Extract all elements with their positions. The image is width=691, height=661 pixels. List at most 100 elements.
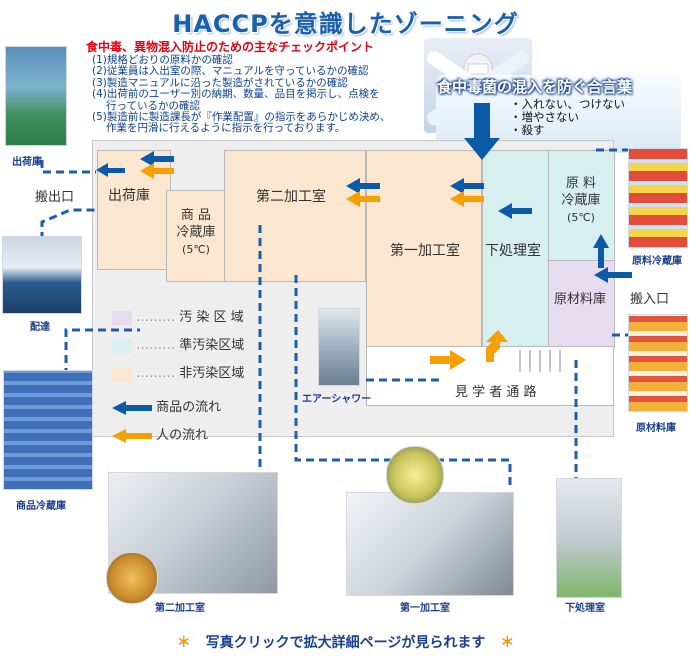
label-second-processing: 第二加工室 [256,189,326,205]
slogan-bullet: ・殺す [510,123,545,137]
photo-air-shower[interactable] [318,308,360,386]
legend-swatch [112,310,132,325]
photo-first-room-inset[interactable] [386,446,444,504]
people-flow-arrows [140,163,508,370]
label-first-processing: 第一加工室 [390,243,460,259]
checkpoint-item: (3)製造マニュアルに沿った製造がされているかの確認 [92,76,348,89]
legend-label: 非汚染区域 [179,366,245,381]
legend-label: 商品の流れ [156,400,222,415]
photo-pre-room[interactable] [556,478,622,598]
caption-shipping: 出荷庫 [12,157,42,168]
arrow-shaft [462,196,484,202]
arrow-shaft [510,208,532,214]
legend-label: 人の流れ [156,428,209,443]
arrow-head-down [464,138,500,160]
footer-note: ＊ 写真クリックで拡大詳細ページが見られます ＊ [0,632,691,652]
label-line: 冷蔵庫 [561,193,601,208]
label-door-in: 搬入口 [630,292,670,307]
caption-raw-store: 原材料庫 [636,423,676,434]
photo-raw-fridge[interactable] [628,148,688,248]
caption-product-fridge: 商品冷蔵庫 [16,501,66,512]
arrow-shaft [358,196,380,202]
connector-delivery [40,208,96,240]
slogan-bullets: ・入れない、つけない ・増やさない ・殺す [510,98,625,137]
arrow-head-left [594,267,608,283]
photo-delivery[interactable] [2,236,82,314]
arrow-head-left [450,191,464,207]
label-door-out: 搬出口 [35,190,75,205]
page-title: HACCPを意識したゾーニング [172,10,519,38]
checkpoint-item: 行っているかの確認 [106,99,200,112]
photo-shipping[interactable] [5,46,67,146]
star-icon: ＊ [176,635,191,651]
label-line: (5℃) [567,211,595,224]
room-second-processing [224,150,366,282]
checkpoint-item: (1)規格どおりの原料かの確認 [92,54,233,66]
photo-first-room[interactable] [346,492,514,596]
label-raw-cold-storage: 原 料 冷蔵庫 (5℃) [552,175,610,226]
legend-label: 準汚染区域 [179,338,245,353]
checkpoints-list: (1)規格どおりの原料かの確認 (2)従業員は入出室の際、マニュアルを守っている… [92,54,390,135]
label-line: 商 品 [180,208,212,223]
label-shipping-storage: 出荷庫 [108,188,150,204]
arrow-shaft-turn [486,338,500,362]
photo-second-room-inset[interactable] [106,552,158,604]
arrow-shaft [358,183,380,189]
arrow-shaft [474,103,490,143]
legend-zone-semi-polluted: ……… 準汚染区域 [112,334,244,353]
arrow-head-left [450,178,464,194]
checkpoint-item: (2)従業員は入出室の際、マニュアルを守っているかの確認 [92,65,369,78]
slogan-bullet: ・増やさない [510,110,579,124]
arrow-head-left [140,163,154,179]
arrow-head-up [593,234,609,248]
photo-product-fridge[interactable] [3,370,93,490]
connector-shipping [40,160,96,174]
label-line: 冷蔵庫 [176,225,216,240]
arrow-head-up [486,330,508,342]
caption-delivery: 配達 [30,322,50,333]
footer-note-text: 写真クリックで拡大詳細ページが見られます [205,635,486,651]
arrow-shaft [152,156,174,162]
checkpoint-item: (4)出荷前のユーザー別の納期、数量、品目を掲示し、点検を [92,88,380,101]
star-icon: ＊ [500,635,515,651]
label-raw-storage: 原材料庫 [554,292,607,307]
label-line: (5℃) [182,243,210,256]
legend-product-flow: 商品の流れ [112,396,221,415]
arrow-shaft [606,272,632,278]
blue-arrow-icon [112,400,152,415]
legend-swatch [112,366,132,381]
label-visitor-corridor: 見 学 者 通 路 [455,385,537,400]
label-product-cold-storage: 商 品 冷蔵庫 (5℃) [170,207,222,258]
arrow-shaft [107,168,125,173]
legend-zone-polluted: ……… 汚 染 区 域 [112,306,244,325]
legend-label: 汚 染 区 域 [179,310,244,325]
slogan-title: 食中毒菌の混入を防ぐ合言葉 [437,78,633,96]
arrow-head-left [96,163,108,177]
legend-people-flow: 人の流れ [112,424,208,443]
checkpoint-item: 作業を円滑に行えるように指示を行っております。 [106,122,346,135]
stairs [519,350,561,372]
arrow-head-left [498,203,512,219]
checkpoints-heading: 食中毒、異物混入防止のための主なチェックポイント [86,40,375,54]
caption-air-shower: エアーシャワー [302,394,372,405]
arrow-head-left [346,178,360,194]
caption-first-room: 第一加工室 [400,603,450,614]
arrow-head-left [346,191,360,207]
caption-raw-fridge: 原料冷蔵庫 [632,256,682,267]
legend-swatch [112,338,132,353]
slogan-bullet: ・入れない、つけない [510,97,625,111]
caption-second-room: 第二加工室 [155,603,205,614]
caption-pre-room: 下処理室 [565,603,605,614]
photo-raw-store[interactable] [628,314,688,412]
product-flow-arrows [96,103,632,283]
arrow-shaft [462,183,484,189]
orange-arrow-icon [112,428,152,443]
arrow-shaft [152,168,174,174]
arrow-head-right [450,350,466,370]
arrow-shaft [430,356,452,364]
arrow-shaft [598,248,604,268]
legend-zone-non-polluted: ……… 非汚染区域 [112,362,244,381]
arrow-head-left [140,151,154,167]
label-preprocessing: 下処理室 [485,243,541,259]
label-line: 原 料 [565,176,597,191]
